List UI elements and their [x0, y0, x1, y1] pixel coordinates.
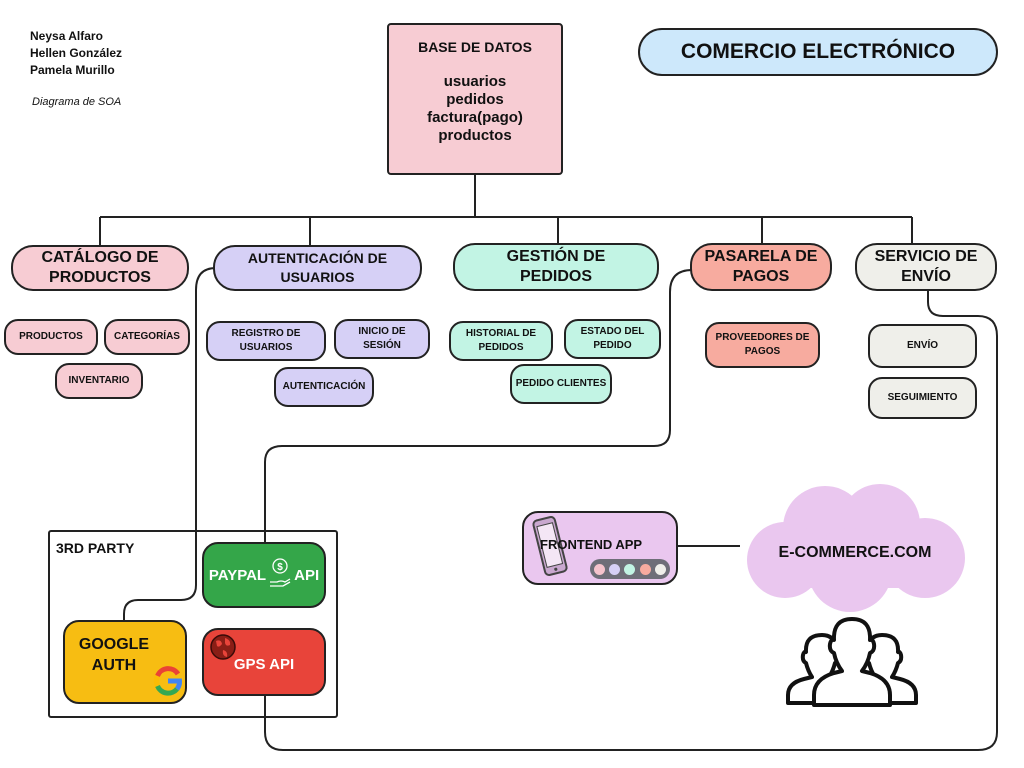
item-categorias: CATEGORÍAS: [104, 319, 190, 355]
item-seguimiento: SEGUIMIENTO: [868, 377, 977, 419]
item-label: PEDIDOS: [478, 342, 524, 353]
author-name: Hellen González: [30, 46, 123, 60]
item-label: HISTORIAL DE: [465, 328, 537, 339]
api-label: API: [294, 566, 320, 584]
item-label: ESTADO DEL: [580, 326, 645, 337]
api-label: GOOGLE: [78, 636, 150, 653]
frontend-dots: [590, 559, 670, 579]
api-label: AUTH: [91, 657, 137, 674]
color-dot: [594, 563, 606, 575]
api-label: PAYPAL: [208, 566, 267, 584]
service-label: ENVÍO: [901, 268, 951, 285]
item-label: REGISTRO DE: [231, 328, 301, 339]
service-label: PEDIDOS: [519, 268, 592, 285]
item-productos: PRODUCTOS: [4, 319, 98, 355]
item-proveedores-pagos: PROVEEDORES DE PAGOS: [705, 322, 820, 368]
frontend-label: FRONTEND APP: [540, 537, 643, 552]
svg-text:$: $: [277, 562, 283, 573]
phone-icon: [532, 515, 568, 582]
database-title: BASE DE DATOS: [418, 39, 532, 55]
color-dot: [654, 563, 666, 575]
authors: Neysa Alfaro Hellen González Pamela Muri…: [30, 28, 122, 79]
item-pedido-clientes: PEDIDO CLIENTES: [510, 364, 612, 404]
google-auth: GOOGLE AUTH: [63, 620, 187, 704]
service-label: CATÁLOGO DE: [41, 249, 159, 266]
item-inventario: INVENTARIO: [55, 363, 143, 399]
service-gestion-pedidos: GESTIÓN DE PEDIDOS: [453, 243, 659, 291]
service-label: USUARIOS: [280, 269, 355, 285]
frontend-app: FRONTEND APP: [522, 511, 678, 585]
item-label: SEGUIMIENTO: [887, 392, 958, 403]
service-label: PAGOS: [732, 268, 790, 285]
users-icon: [786, 617, 918, 707]
database-item: productos: [438, 127, 512, 144]
item-label: ENVÍO: [906, 340, 939, 351]
item-historial-pedidos: HISTORIAL DE PEDIDOS: [449, 321, 553, 361]
item-estado-pedido: ESTADO DEL PEDIDO: [564, 319, 661, 359]
third-party-box: [48, 530, 338, 718]
cloud-label: E-COMMERCE.COM: [778, 544, 932, 561]
database-item: factura(pago): [427, 109, 523, 126]
service-label: SERVICIO DE: [874, 248, 978, 265]
item-label: SESIÓN: [363, 340, 401, 351]
author-name: Pamela Murillo: [30, 63, 115, 77]
dollar-hand-icon: $: [269, 556, 291, 594]
service-servicio-envio: SERVICIO DE ENVÍO: [855, 243, 997, 291]
google-g-icon: [153, 666, 183, 702]
item-registro-usuarios: REGISTRO DE USUARIOS: [206, 321, 326, 361]
service-label: GESTIÓN DE: [506, 248, 606, 265]
color-dot: [639, 563, 651, 575]
database-box: BASE DE DATOS usuarios pedidos factura(p…: [387, 23, 563, 175]
item-label: PEDIDO CLIENTES: [515, 378, 607, 389]
database-item: usuarios: [443, 73, 507, 90]
diagram-subtitle: Diagrama de SOA: [32, 96, 122, 108]
service-label: PASARELA DE: [704, 248, 818, 265]
api-label: GPS API: [233, 655, 295, 673]
item-label: PAGOS: [744, 346, 781, 357]
item-autenticacion: AUTENTICACIÓN: [274, 367, 374, 407]
item-label: PROVEEDORES DE: [715, 332, 810, 343]
service-catalogo-productos: CATÁLOGO DE PRODUCTOS: [11, 245, 189, 291]
paypal-api: PAYPAL $ API: [202, 542, 326, 608]
item-label: PEDIDO: [593, 340, 632, 351]
item-label: USUARIOS: [239, 342, 293, 353]
item-label: CATEGORÍAS: [114, 331, 180, 342]
item-label: AUTENTICACIÓN: [282, 381, 366, 392]
diagram-title: COMERCIO ELECTRÓNICO: [638, 28, 998, 76]
author-name: Neysa Alfaro: [30, 29, 103, 43]
item-label: PRODUCTOS: [19, 331, 83, 342]
service-label: AUTENTICACIÓN DE: [247, 250, 388, 266]
color-dot: [624, 563, 636, 575]
gps-api: GPS API: [202, 628, 326, 696]
item-label: INVENTARIO: [68, 375, 130, 386]
third-party-label: 3RD PARTY: [56, 540, 135, 556]
item-label: INICIO DE: [358, 326, 406, 337]
database-item: pedidos: [446, 91, 504, 108]
service-pasarela-pagos: PASARELA DE PAGOS: [690, 243, 832, 291]
color-dot: [609, 563, 621, 575]
service-autenticacion-usuarios: AUTENTICACIÓN DE USUARIOS: [213, 245, 422, 291]
item-inicio-sesion: INICIO DE SESIÓN: [334, 319, 430, 359]
cloud-icon: [747, 484, 965, 612]
item-envio: ENVÍO: [868, 324, 977, 368]
service-label: PRODUCTOS: [49, 269, 151, 286]
globe-icon: [208, 632, 238, 666]
